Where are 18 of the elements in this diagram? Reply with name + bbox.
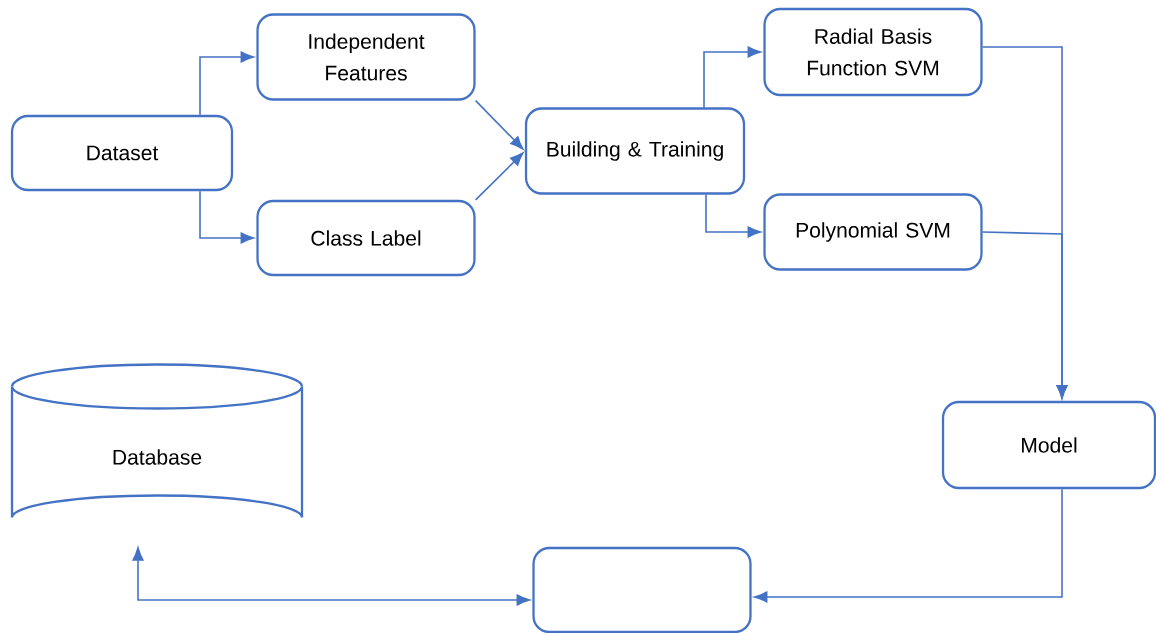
arrow — [199, 190, 255, 244]
arrow — [705, 193, 762, 238]
process-box: Polynomial SVM — [763, 193, 983, 271]
arrow — [199, 51, 255, 116]
process-box: Independent Features — [256, 13, 476, 101]
arrow — [474, 99, 524, 150]
process-box: Model — [941, 400, 1156, 490]
database-cylinder: Database — [10, 363, 304, 519]
process-box: Dataset — [10, 114, 234, 192]
empty-box — [532, 546, 752, 633]
process-box: Class Label — [256, 199, 476, 277]
process-box: Radial Basis Function SVM — [763, 7, 983, 97]
arrow — [132, 547, 530, 606]
arrow — [474, 152, 524, 201]
arrow — [754, 488, 1063, 603]
process-box: Building & Training — [524, 107, 746, 195]
arrow — [981, 231, 1068, 399]
arrow — [703, 46, 762, 109]
